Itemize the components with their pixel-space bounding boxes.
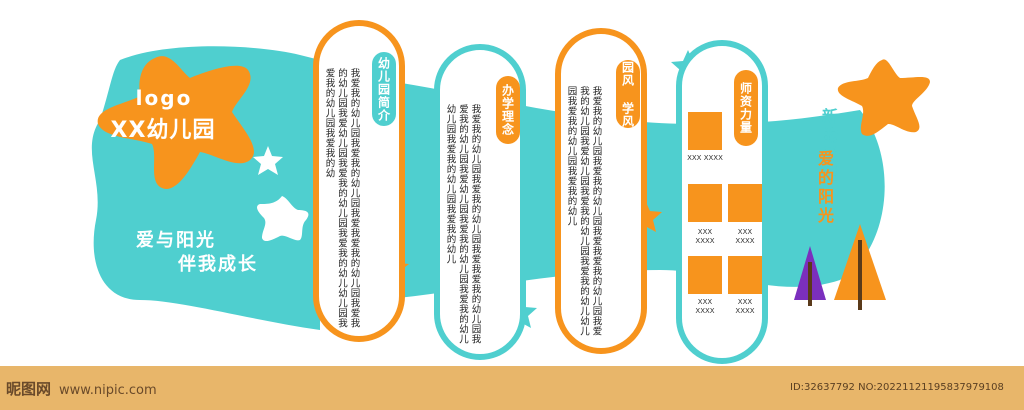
watermark-id: ID:32637792 NO:20221121195837979108 xyxy=(790,382,1004,393)
panel-style-line-3: 幼儿园我爱我的幼儿园我爱我的幼儿 xyxy=(578,156,589,316)
teacher-photo-3 xyxy=(688,256,722,294)
panel-intro-text: 我爱我的幼儿园我爱我的幼儿园我爱我爱我的幼儿园我爱我的幼儿园我爱幼儿园我爱我的幼… xyxy=(323,68,372,328)
teacher-photo-4 xyxy=(728,256,762,294)
wish-line-1: 新的希望 xyxy=(819,108,838,184)
panel-intro-line-3: 幼儿园我爱我的幼儿园我爱我的幼儿 xyxy=(336,128,347,288)
slogan-line-1: 爱与阳光 xyxy=(136,230,216,251)
panel-style-tag: 园风 学风 xyxy=(616,60,640,128)
school-name: XX幼儿园 xyxy=(110,118,216,143)
tree-orange-trunk xyxy=(858,240,862,310)
tree-purple-trunk xyxy=(808,262,812,306)
panel-style-line-1: 我爱我的幼儿园我爱我的幼儿园我爱 xyxy=(590,86,602,246)
panel-intro-line-2: 我爱我的幼儿园我爱我的幼儿园我爱 xyxy=(336,68,360,328)
panel-intro-tag: 幼儿园简介 xyxy=(372,52,396,126)
panel-style-line-2: 我爱我的幼儿园我爱我的幼儿园我爱 xyxy=(578,86,602,336)
orange-star-right xyxy=(837,59,930,136)
panel-philosophy-text: 我爱我的幼儿园我爱我的幼儿园我爱我爱我的幼儿园我爱我的幼儿园我爱幼儿园我爱我的幼… xyxy=(444,104,493,344)
orange-star-shape xyxy=(97,56,254,189)
panel-philosophy-tag: 办学理念 xyxy=(496,76,520,144)
panel-intro-line-4: 幼儿园我爱我的幼儿园我爱我的幼 xyxy=(323,68,348,328)
logo-text: logo xyxy=(135,86,193,110)
teacher-photo-2 xyxy=(728,184,762,222)
panel-philosophy-line-4: 幼儿园我爱我的幼儿园我爱我的幼儿 xyxy=(444,104,456,264)
panel-teachers-tag: 师资力量 xyxy=(734,70,758,146)
panel-style-line-4: 幼儿园我爱我的幼儿园我爱我的幼儿 xyxy=(565,86,590,336)
teacher-3-name: XXX xyxy=(697,298,713,306)
teacher-1-name: XXX xyxy=(697,228,713,236)
teacher-1-title: XXXX xyxy=(695,237,715,245)
teacher-photo-top xyxy=(688,112,722,150)
panel-philosophy-line-1: 我爱我的幼儿园我爱我的幼儿园我爱 xyxy=(469,104,481,264)
teacher-4-title: XXXX xyxy=(735,307,755,315)
watermark-left: 昵图网 www.nipic.com xyxy=(6,378,157,399)
teacher-2-name: XXX xyxy=(737,228,753,236)
teacher-photo-1 xyxy=(688,184,722,222)
wood-floor xyxy=(0,366,1024,410)
panel-style-text: 我爱我的幼儿园我爱我的幼儿园我爱我爱我的幼儿园我爱我的幼儿园我爱幼儿园我爱我的幼… xyxy=(565,86,614,336)
panel-intro-line-1: 我爱我的幼儿园我爱我的幼儿园我爱 xyxy=(348,68,360,228)
slogan-line-2: 伴我成长 xyxy=(178,254,258,275)
white-star-large xyxy=(257,196,309,242)
teacher-caption-top: XXX XXXX xyxy=(687,154,723,162)
teacher-4-name: XXX xyxy=(737,298,753,306)
panel-philosophy-line-2: 我爱我的幼儿园我爱我的幼儿园我爱 xyxy=(457,104,481,344)
panel-philosophy-line-3: 幼儿园我爱我的幼儿园我爱我的幼儿 xyxy=(457,184,468,344)
panel-philosophy xyxy=(434,44,526,360)
teacher-3-title: XXXX xyxy=(695,307,715,315)
white-star-small xyxy=(253,146,283,175)
wish-line-2: 爱的阳光 xyxy=(815,150,834,226)
watermark-url: www.nipic.com xyxy=(59,383,157,398)
teacher-2-title: XXXX xyxy=(735,237,755,245)
watermark-brand: 昵图网 xyxy=(6,380,52,398)
